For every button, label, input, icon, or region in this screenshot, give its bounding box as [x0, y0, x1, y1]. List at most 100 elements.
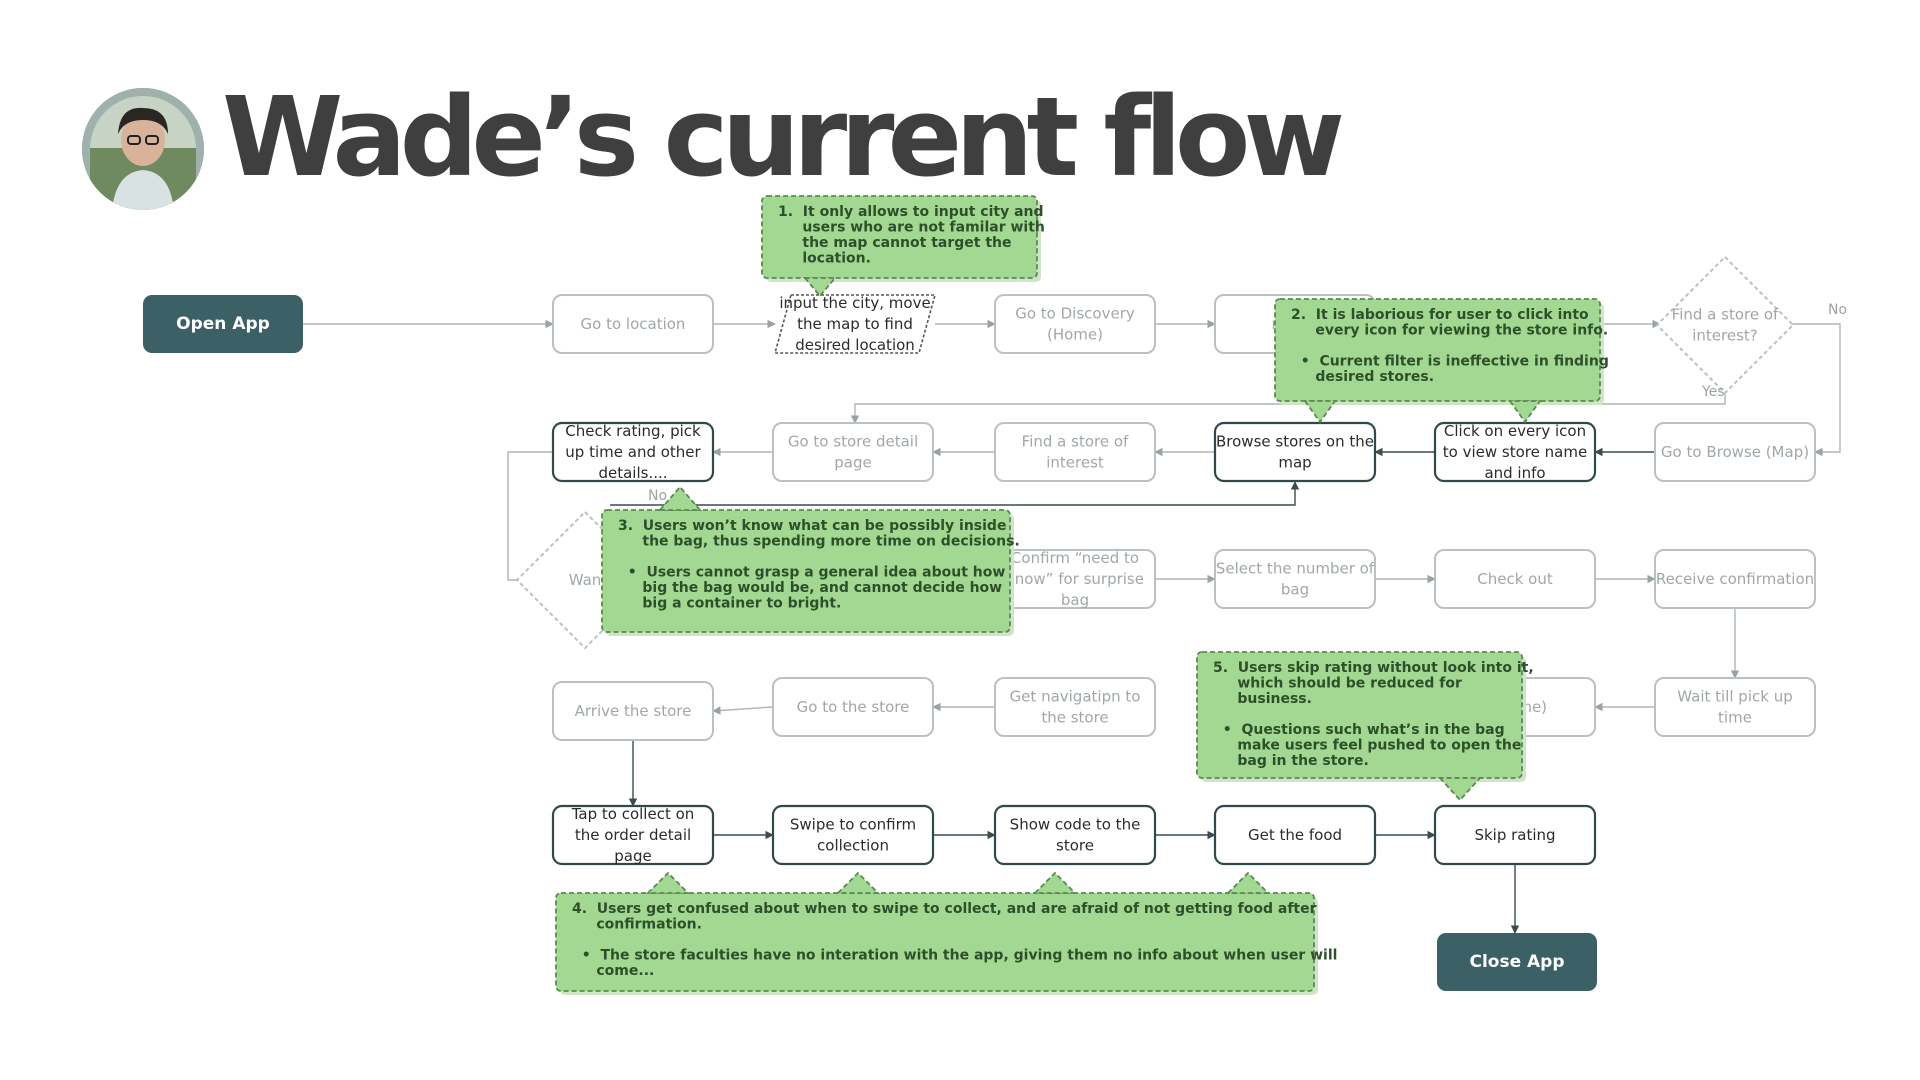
node-find-store-decision: Find a store of interest? [1655, 255, 1795, 395]
node-label: Show code to the [1010, 816, 1141, 834]
callout-line: 5. Users skip rating without look into i… [1213, 660, 1534, 676]
callout-c5: 5. Users skip rating without look into i… [1196, 651, 1534, 802]
callout-line: confirmation. [572, 917, 702, 933]
node-label: to view store name [1443, 443, 1587, 461]
node-wait-pickup: Wait till pick up time [1654, 677, 1816, 737]
node-select-number: Select the number of bag [1214, 549, 1376, 609]
node-go-browse: Go to Browse (Map) [1654, 422, 1816, 482]
node-label: interest [1046, 454, 1104, 472]
node-label: the order detail [575, 826, 691, 844]
node-check-rating: Check rating, pick up time and other detai… [551, 421, 715, 483]
node-label: Go to Discovery [1015, 305, 1135, 323]
node-label: Arrive the store [575, 702, 692, 720]
callout-line: 3. Users won’t know what can be possibly… [618, 518, 1006, 534]
node-label: Close App [1469, 952, 1564, 972]
callout-line: bag in the store. [1213, 753, 1369, 769]
node-label: Click on every icon [1444, 422, 1586, 440]
callout-line: desired stores. [1291, 369, 1434, 385]
node-click-icon: Click on every icon to view store name and… [1433, 421, 1597, 483]
node-label: Find a store of [1022, 433, 1129, 451]
node-label: know” for surprise [1006, 570, 1144, 588]
node-show-code: Show code to the store [993, 804, 1157, 866]
node-label: the map to find [797, 315, 913, 333]
edge-label-no-top: No [1828, 302, 1847, 318]
callout-line: users who are not familar with [778, 220, 1045, 236]
node-go-location: Go to location [552, 294, 714, 354]
node-label: Check out [1477, 570, 1553, 588]
node-close-app: Close App [1437, 933, 1597, 991]
callout-line: every icon for viewing the store info. [1291, 323, 1608, 339]
callout-line: the map cannot target the [778, 235, 1011, 251]
node-tap-collect: Tap to collect on the order detail page [551, 804, 715, 866]
callouts: 1. It only allows to input city and user… [555, 195, 1609, 995]
callout-line: business. [1213, 691, 1312, 707]
callout-line: which should be reduced for [1213, 676, 1462, 692]
node-label: Get navigatipn to [1010, 688, 1141, 706]
callout-line: location. [778, 251, 871, 267]
node-label: the store [1041, 709, 1108, 727]
avatar [82, 88, 204, 210]
node-label: interest? [1692, 327, 1758, 345]
callout-line: big a container to bright. [618, 596, 841, 612]
node-label: collection [817, 837, 889, 855]
node-input-city: input the city, move the map to find desir… [773, 294, 937, 354]
node-label: Select the number of [1216, 560, 1375, 578]
node-check-out: Check out [1434, 549, 1596, 609]
flow-edge-5 [1790, 323, 1841, 457]
node-go-discovery: Go to Discovery (Home) [994, 294, 1156, 354]
node-confirm-need: Confirm “need to know” for surprise bag [994, 549, 1156, 609]
node-label: Tap to collect on [571, 805, 695, 823]
node-go-store: Go to the store [772, 677, 934, 737]
node-label: desired location [795, 336, 915, 354]
callout-line: • Questions such what’s in the bag [1213, 722, 1505, 738]
node-label: details.... [598, 464, 667, 482]
node-get-nav: Get navigatipn to the store [994, 677, 1156, 737]
node-label: page [614, 847, 651, 865]
node-label: Skip rating [1474, 826, 1555, 844]
node-label: bag [1281, 581, 1309, 599]
callout-line: • The store faculties have no interation… [572, 948, 1337, 964]
node-receive-conf: Receive confirmation [1654, 549, 1816, 609]
node-label: Open App [176, 314, 270, 334]
node-label: Go to store detail [788, 433, 918, 451]
node-label: page [834, 454, 871, 472]
node-label: Confirm “need to [1011, 549, 1139, 567]
node-label: Wait till pick up [1677, 688, 1792, 706]
page-title: Wade’s current flow [222, 73, 1345, 201]
node-label: Receive confirmation [1656, 570, 1814, 588]
node-label: Wan [569, 571, 602, 589]
edge-label-no-mid: No [648, 488, 667, 504]
node-label: Browse stores on the [1216, 433, 1374, 451]
node-label: Go to location [581, 315, 686, 333]
callout-line: the bag, thus spending more time on deci… [618, 534, 1020, 550]
callout-line: come... [572, 963, 654, 979]
callout-line: 4. Users get confused about when to swip… [572, 901, 1317, 917]
node-swipe-confirm: Swipe to confirm collection [771, 804, 935, 866]
node-label: Swipe to confirm [790, 816, 916, 834]
node-store-detail: Go to store detail page [772, 422, 934, 482]
callout-line: 2. It is laborious for user to click int… [1291, 307, 1589, 323]
callout-line: 1. It only allows to input city and [778, 204, 1044, 220]
node-get-food: Get the food [1213, 804, 1377, 866]
callout-c4: 4. Users get confused about when to swip… [555, 871, 1337, 995]
node-label: (Home) [1047, 326, 1103, 344]
flow-edge-20 [712, 706, 774, 715]
node-find-store: Find a store of interest [994, 422, 1156, 482]
callout-line: big the bag would be, and cannot decide … [618, 580, 1002, 596]
callout-c1: 1. It only allows to input city and user… [761, 195, 1045, 298]
node-label: store [1056, 837, 1094, 855]
node-label: up time and other [565, 443, 701, 461]
node-label: and info [1484, 464, 1545, 482]
node-open-app: Open App [143, 295, 303, 353]
node-label: time [1718, 709, 1752, 727]
node-label: Find a store of [1672, 306, 1779, 324]
node-label: bag [1061, 591, 1089, 609]
node-label: Get the food [1248, 826, 1342, 844]
callout-line: • Users cannot grasp a general idea abou… [618, 565, 1005, 581]
node-label: Check rating, pick [565, 422, 701, 440]
node-arrive-store: Arrive the store [552, 681, 714, 741]
node-label: input the city, move [779, 294, 930, 312]
